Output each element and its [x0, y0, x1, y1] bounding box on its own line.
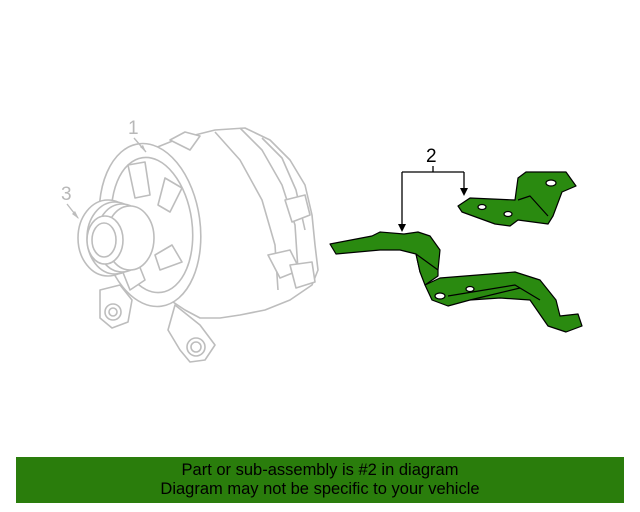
info-banner: Part or sub-assembly is #2 in diagram Di…: [16, 457, 624, 503]
callout-3-label: 3: [61, 184, 72, 205]
alternator-illustration: [77, 127, 319, 363]
callout-1-label: 1: [128, 118, 139, 139]
banner-line-part-number: Part or sub-assembly is #2 in diagram: [181, 461, 459, 479]
parts-diagram: 1 3 2: [61, 118, 583, 363]
banner-line-disclaimer: Diagram may not be specific to your vehi…: [160, 480, 480, 498]
callout-2-label: 2: [426, 146, 437, 167]
callout-2: 2: [398, 146, 468, 232]
callout-3: 3: [61, 184, 79, 219]
callout-1: 1: [128, 118, 147, 153]
lower-bracket: [329, 231, 583, 333]
upper-bracket: [457, 171, 577, 227]
